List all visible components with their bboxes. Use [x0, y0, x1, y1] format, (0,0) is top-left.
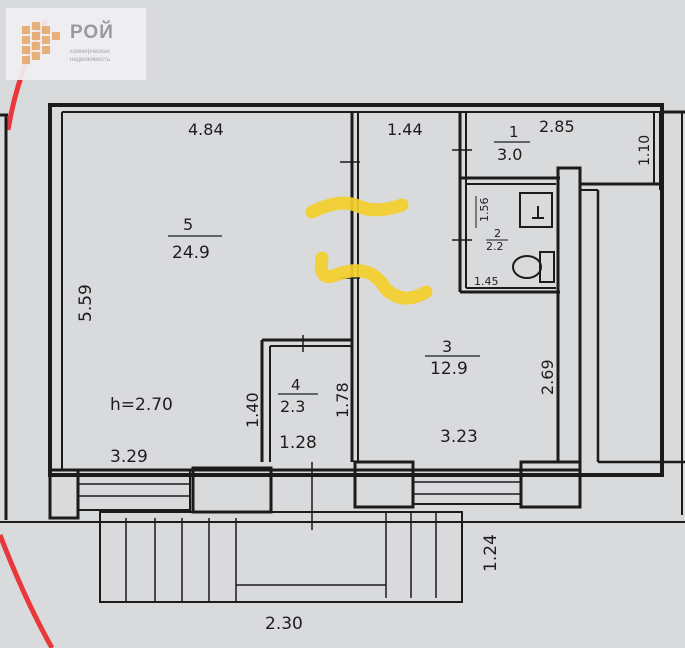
- dim-room4-height2: 1.78: [333, 382, 352, 418]
- room3-number: 3: [442, 337, 452, 356]
- outer-wall: [48, 103, 664, 477]
- dim-bottom-left: 3.29: [110, 447, 148, 467]
- ceiling-height: h=2.70: [110, 395, 173, 415]
- wall-pier-3: [519, 460, 582, 509]
- room5-number: 5: [183, 215, 193, 234]
- stairs: [99, 511, 463, 603]
- room4-number: 4: [291, 376, 301, 394]
- room3-area: 12.9: [430, 359, 468, 379]
- dim-top-corridor: 1.44: [387, 120, 423, 139]
- room5-area: 24.9: [172, 243, 210, 263]
- dim-top-room1: 2.85: [539, 117, 575, 136]
- dim-room3-depth: 2.69: [538, 359, 557, 395]
- toilet-tank: [539, 251, 555, 283]
- dim-stairs-width: 2.30: [265, 614, 303, 634]
- sink-fixture: [519, 192, 553, 228]
- room2-number: 2: [494, 227, 501, 240]
- right-partition-column: [556, 166, 582, 464]
- dim-room2-width: 1.56: [478, 198, 491, 223]
- dim-room5-depth: 5.59: [76, 284, 96, 322]
- highlight-mark-top: [305, 196, 409, 219]
- watermark-logo: РОЙ коммерческая недвижимость: [6, 8, 146, 80]
- dim-bottom-mid: 1.28: [279, 433, 317, 453]
- dim-room1-depth: 1.10: [637, 135, 653, 166]
- honeycomb-icon: [22, 22, 60, 64]
- room2-area: 2.2: [486, 240, 504, 253]
- dim-room4-height: 1.40: [243, 392, 262, 428]
- dim-room2-depth: 1.45: [474, 275, 499, 288]
- highlight-mark-bottom: [314, 251, 433, 305]
- logo-subtitle: коммерческая недвижимость: [70, 49, 111, 63]
- room1-number: 1: [509, 123, 519, 141]
- red-boundary-arc-bottom: [0, 534, 55, 648]
- room1-area: 3.0: [497, 145, 522, 164]
- room4-area: 2.3: [280, 397, 305, 416]
- dim-stairs-depth: 1.24: [481, 534, 501, 572]
- dim-top-room5: 4.84: [188, 120, 224, 139]
- logo-title: РОЙ: [70, 22, 114, 43]
- dim-bottom-right: 3.23: [440, 427, 478, 447]
- wall-pier-left: [48, 468, 80, 520]
- toilet-bowl: [512, 255, 542, 279]
